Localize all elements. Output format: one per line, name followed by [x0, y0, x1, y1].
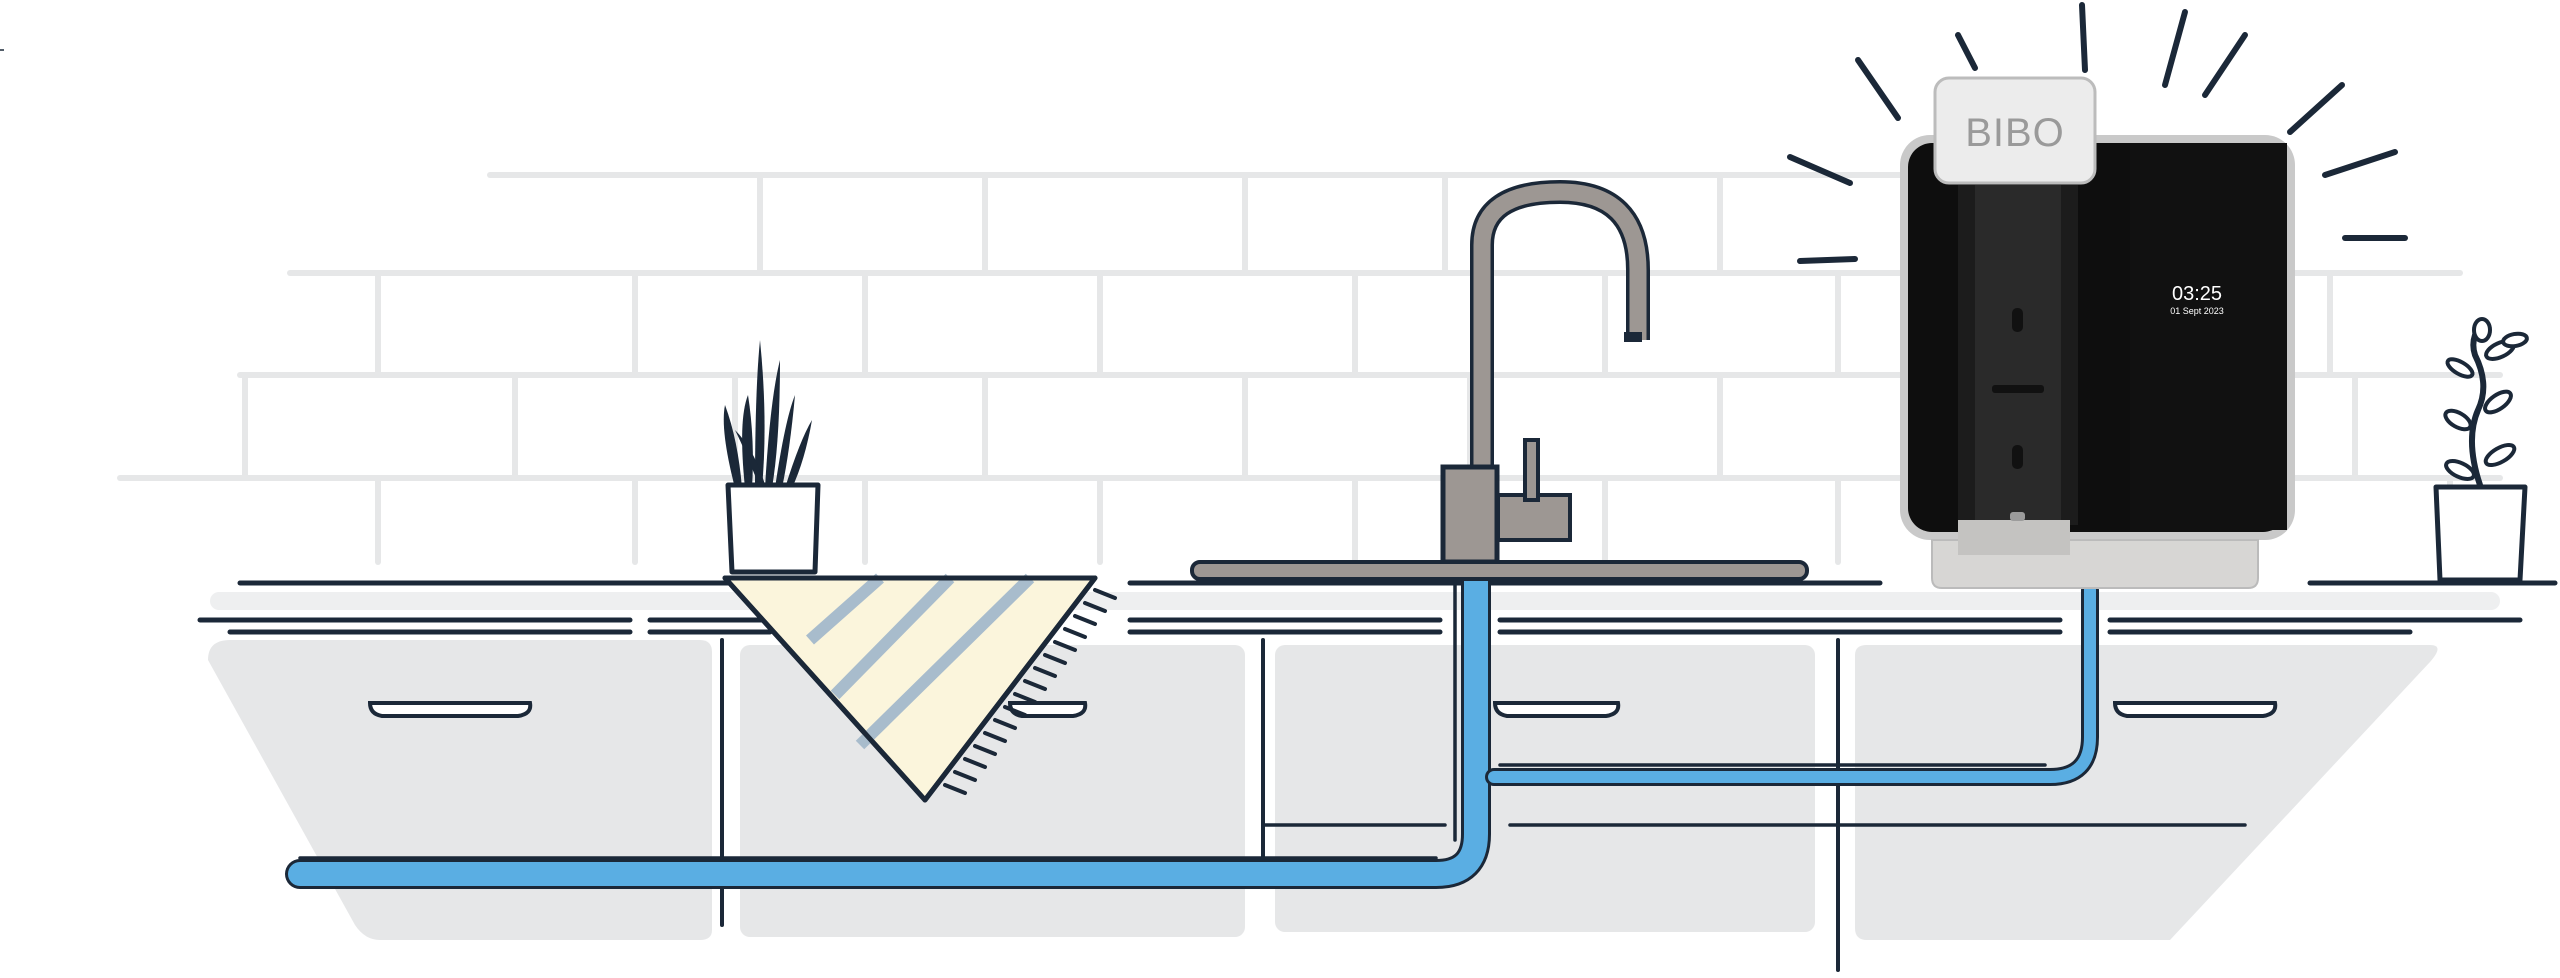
- plant-pot-left: [725, 482, 821, 575]
- drip-tray: [1958, 520, 2070, 555]
- dispenser-pipe: [1488, 584, 2096, 783]
- plant-pot-right: [2433, 484, 2528, 583]
- handle-1: [367, 701, 533, 718]
- handle-4: [2112, 701, 2278, 718]
- cabinet-handles: [367, 701, 2278, 718]
- cabinets: [208, 640, 2438, 940]
- leafy-plant-icon: [2433, 317, 2529, 583]
- dispenser-lid: [1933, 76, 2097, 185]
- sink-plate: [1190, 560, 1809, 581]
- water-dispenser-icon: BIBO 03:25 01 Sept 2023: [1787, 2, 2408, 589]
- screen-date: 01 Sept 2023: [2170, 306, 2224, 316]
- highlight-burst: [1787, 2, 2408, 264]
- spiky-plant-icon: [723, 340, 821, 575]
- cabinet-1: [208, 640, 712, 940]
- main-pipe: [288, 563, 1488, 886]
- brand-logo: BIBO: [1965, 111, 2065, 155]
- screen-time: 03:25: [2172, 283, 2222, 305]
- water-pipes: [285, 560, 2247, 889]
- cabinet-4: [1855, 645, 2438, 940]
- towel-fringe: [943, 588, 1117, 795]
- tea-towel: [722, 573, 1117, 803]
- brick-wall: [117, 172, 2503, 565]
- countertop: [197, 580, 2558, 635]
- kitchen-tap-icon: [1190, 179, 1809, 581]
- handle-3: [1492, 701, 1621, 718]
